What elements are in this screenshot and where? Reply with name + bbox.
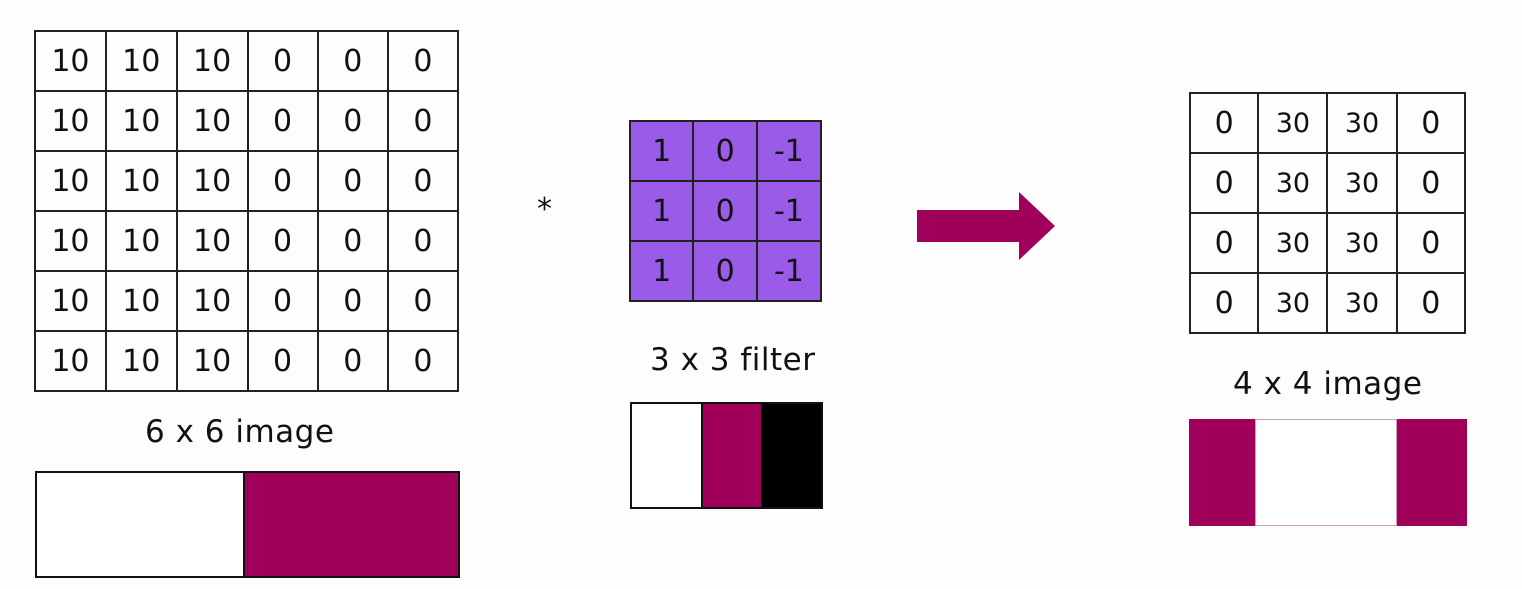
- filter-strip-black-region: [761, 404, 821, 507]
- input-image-cell: 10: [175, 330, 249, 392]
- input-strip-white-region: [37, 473, 245, 576]
- right-arrow-icon: [917, 192, 1055, 260]
- filter-cell: -1: [755, 180, 823, 242]
- input-strip-dark-region: [245, 473, 458, 576]
- output-strip-middle-region: [1255, 419, 1397, 526]
- arrow-shape: [917, 192, 1055, 260]
- output-image-cell: 0: [1188, 212, 1260, 274]
- input-image-cell: 10: [34, 270, 107, 332]
- output-image-cell: 30: [1326, 272, 1398, 334]
- output-image-cell: 30: [1257, 152, 1329, 214]
- input-image-cell: 10: [175, 150, 249, 212]
- input-image-cell: 10: [34, 90, 107, 152]
- input-image-cell: 10: [175, 210, 249, 272]
- output-image-cell: 0: [1188, 272, 1260, 334]
- filter-strip: [630, 402, 823, 509]
- filter-strip-accent-region: [703, 404, 761, 507]
- output-image-cell: 30: [1326, 212, 1398, 274]
- output-image-cell: 30: [1326, 92, 1398, 154]
- input-image-cell: 0: [246, 330, 319, 392]
- input-image-cell: 0: [316, 150, 389, 212]
- filter-label: 3 x 3 filter: [650, 342, 816, 378]
- output-image-cell: 0: [1395, 212, 1467, 274]
- input-image-cell: 0: [246, 30, 319, 92]
- input-image-cell: 10: [34, 150, 107, 212]
- input-image-cell: 0: [386, 90, 460, 152]
- output-image-cell: 0: [1395, 92, 1467, 154]
- output-strip-right-region: [1397, 419, 1467, 526]
- input-image-cell: 0: [316, 210, 389, 272]
- filter-cell: 0: [692, 240, 758, 302]
- input-image-cell: 10: [175, 90, 249, 152]
- output-image-cell: 0: [1188, 152, 1260, 214]
- input-image-cell: 0: [386, 30, 460, 92]
- output-image-cell: 0: [1395, 152, 1467, 214]
- input-image-cell: 10: [34, 210, 107, 272]
- input-image-cell: 0: [316, 30, 389, 92]
- filter-strip-white-region: [632, 404, 703, 507]
- filter-cell: 1: [628, 240, 695, 302]
- input-image-cell: 0: [246, 210, 319, 272]
- output-image-cell: 30: [1257, 92, 1329, 154]
- output-image-cell: 30: [1257, 212, 1329, 274]
- filter-cell: 0: [692, 180, 758, 242]
- input-image-cell: 10: [34, 330, 107, 392]
- input-image-cell: 0: [386, 210, 460, 272]
- filter-cell: 0: [692, 120, 758, 182]
- output-image-cell: 30: [1326, 152, 1398, 214]
- filter-cell: -1: [755, 120, 823, 182]
- input-image-cell: 10: [175, 270, 249, 332]
- input-image-cell: 0: [246, 150, 319, 212]
- input-image-strip: [35, 471, 460, 578]
- input-image-cell: 10: [175, 30, 249, 92]
- convolution-operator: *: [537, 192, 552, 227]
- input-image-cell: 0: [386, 270, 460, 332]
- input-image-cell: 0: [386, 330, 460, 392]
- input-image-cell: 10: [104, 30, 178, 92]
- input-image-cell: 0: [246, 90, 319, 152]
- input-image-cell: 10: [104, 270, 178, 332]
- input-image-cell: 0: [246, 270, 319, 332]
- output-image-cell: 0: [1188, 92, 1260, 154]
- input-image-cell: 10: [104, 210, 178, 272]
- input-image-cell: 10: [104, 330, 178, 392]
- input-image-cell: 0: [316, 270, 389, 332]
- filter-cell: 1: [628, 120, 695, 182]
- output-image-cell: 0: [1395, 272, 1467, 334]
- input-image-cell: 0: [386, 150, 460, 212]
- filter-cell: 1: [628, 180, 695, 242]
- input-image-cell: 10: [104, 90, 178, 152]
- output-strip-left-region: [1189, 419, 1255, 526]
- output-image-label: 4 x 4 image: [1233, 366, 1423, 402]
- input-image-cell: 0: [316, 330, 389, 392]
- output-image-cell: 30: [1257, 272, 1329, 334]
- input-image-label: 6 x 6 image: [145, 414, 335, 450]
- input-image-cell: 10: [34, 30, 107, 92]
- output-image-strip: [1189, 419, 1467, 526]
- input-image-cell: 0: [316, 90, 389, 152]
- filter-cell: -1: [755, 240, 823, 302]
- input-image-cell: 10: [104, 150, 178, 212]
